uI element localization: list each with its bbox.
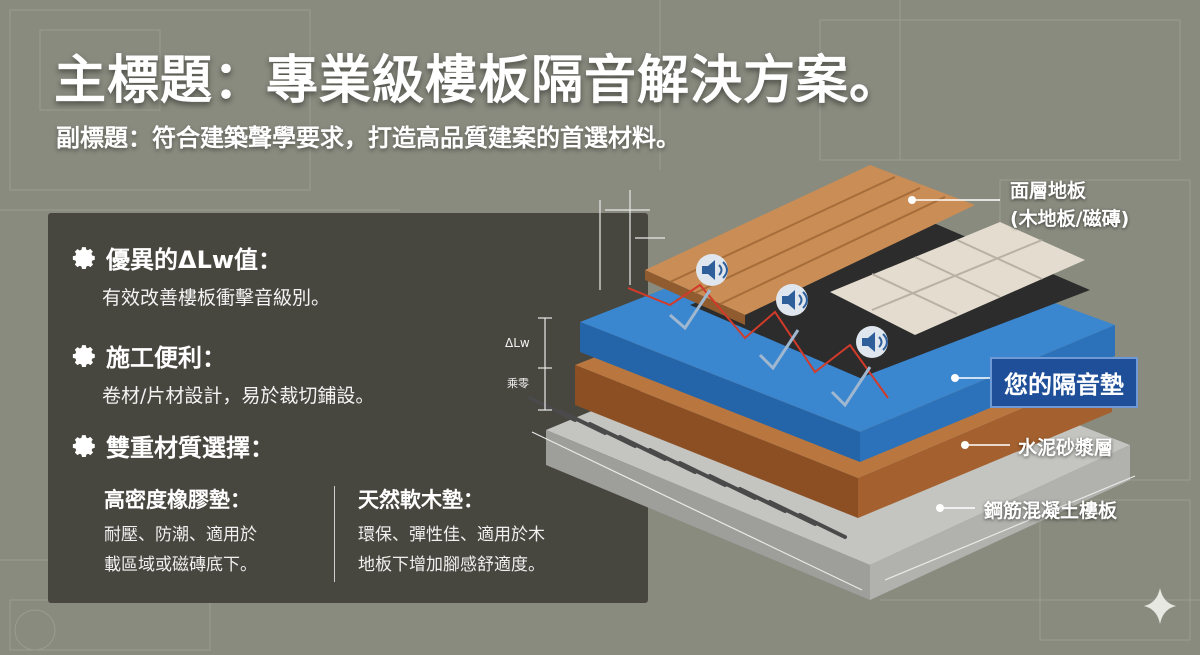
material-desc-line: 環保、彈性佳、適用於木 [358, 525, 545, 545]
material-desc-line: 地板下增加腳感舒適度。 [358, 555, 545, 575]
concrete-slab-side [870, 445, 1130, 600]
label-acoustic-pad: 您的隔音墊 [990, 357, 1138, 408]
page-subtitle: 副標題：符合建築聲學要求，打造高品質建案的首選材料。 [56, 124, 680, 152]
material-desc-line: 載區域或磁磚底下。 [104, 555, 257, 575]
concrete-slab-front [546, 430, 870, 600]
mortar-layer-front [575, 365, 858, 518]
page-title: 主標題：專業級樓板隔音解決方案。 [54, 51, 903, 111]
feature-materials: 雙重材質選擇： [72, 428, 274, 463]
pad-layer-front [580, 322, 860, 462]
dimension-label: 乘零 [507, 377, 529, 390]
feature-desc: 卷材/片材設計，易於裁切鋪設。 [102, 385, 375, 407]
wood-front [645, 270, 745, 325]
impact-arrows [669, 289, 872, 408]
feature-title: 優異的ΔLw值： [106, 246, 283, 274]
vibration-zigzag [627, 283, 889, 399]
material-cork: 天然軟木墊： 環保、彈性佳、適用於木 地板下增加腳感舒適度。 [358, 484, 545, 580]
material-rubber: 高密度橡膠墊： 耐壓、防潮、適用於 載區域或磁磚底下。 [104, 484, 257, 580]
sound-icon [696, 254, 728, 286]
sound-icon [776, 284, 808, 316]
material-divider [334, 486, 335, 582]
leader-lines [912, 199, 1010, 509]
feature-delta-lw: 優異的ΔLw值： 有效改善樓板衝擊音級別。 [72, 240, 330, 310]
feature-title: 雙重材質選擇： [106, 434, 274, 462]
delta-lw-label: ΔLw [505, 336, 530, 350]
feature-installation: 施工便利： 卷材/片材設計，易於裁切鋪設。 [72, 338, 374, 408]
gear-icon [72, 434, 95, 457]
label-mortar-layer: 水泥砂漿層 [1018, 437, 1114, 459]
tile-grid [871, 239, 1043, 315]
tile-surface [830, 222, 1085, 335]
rebar-group [528, 396, 847, 539]
gear-icon [72, 246, 95, 269]
material-desc-line: 耐壓、防潮、適用於 [104, 525, 257, 545]
leader-dots [908, 196, 969, 512]
dimension-lines [531, 190, 1136, 591]
label-surface-floor-sub: (木地板/磁磚) [1010, 208, 1130, 230]
feature-desc: 有效改善樓板衝擊音級別。 [102, 287, 331, 309]
material-title: 天然軟木墊： [358, 488, 484, 512]
material-title: 高密度橡膠墊： [104, 488, 251, 512]
feature-title: 施工便利： [106, 344, 226, 372]
sound-icon [856, 326, 888, 358]
label-surface-floor: 面層地板 [1010, 180, 1087, 202]
gear-icon [72, 344, 95, 367]
sparkle-icon [1144, 588, 1176, 624]
label-concrete-slab: 鋼筋混凝土樓板 [984, 500, 1118, 522]
